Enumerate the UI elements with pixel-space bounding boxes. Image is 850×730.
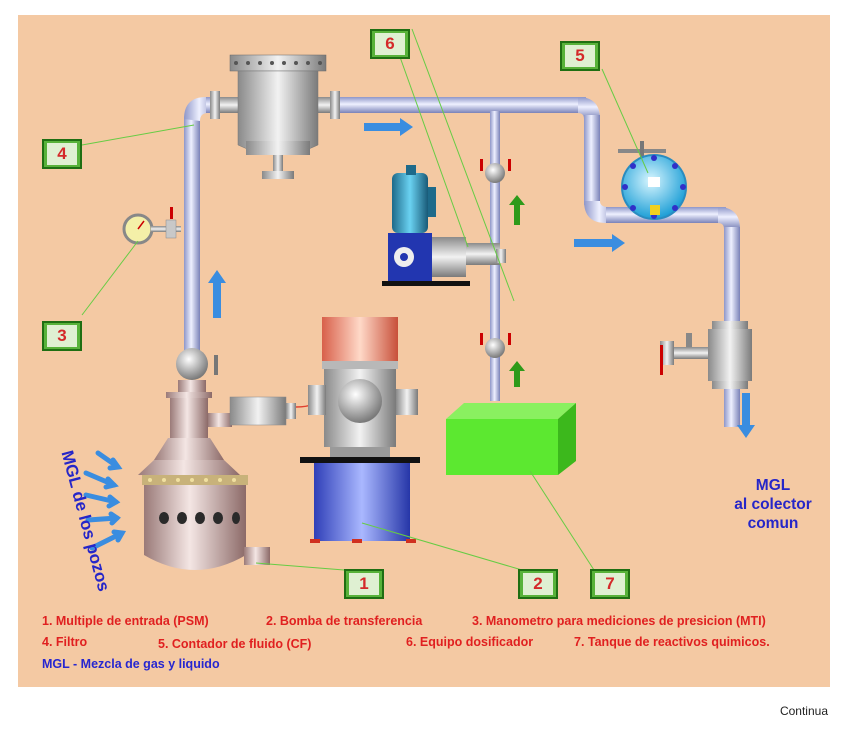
- mgl-dest-line-1: MGL: [755, 477, 791, 494]
- continue-link[interactable]: Continua: [779, 704, 828, 718]
- dosing-valve-upper: [480, 159, 511, 183]
- outlet-valve: [660, 321, 752, 389]
- badge-7-number: 7: [595, 573, 625, 595]
- badge-3: 3: [42, 321, 82, 351]
- badge-5: 5: [560, 41, 600, 71]
- badge-2-number: 2: [523, 573, 553, 595]
- mgl-destination-label: MGL al colector comun: [718, 476, 828, 533]
- badge-3-number: 3: [47, 325, 77, 347]
- badge-5-number: 5: [565, 45, 595, 67]
- process-schematic: [81, 28, 755, 571]
- badge-6: 6: [370, 29, 410, 59]
- inflow-arrows: [83, 450, 127, 551]
- legend-item-2: 2. Bomba de transferencia: [266, 614, 423, 628]
- diagram-canvas: 4 3 1 2 7 6 5 MGL de los pozos MGL al co…: [18, 15, 830, 687]
- chemical-tank: [446, 403, 576, 475]
- mgl-dest-line-3: comun: [747, 515, 799, 532]
- legend-item-7: 7. Tanque de reactivos quimicos.: [574, 635, 770, 649]
- legend-item-5: 5. Contador de fluido (CF): [158, 637, 312, 651]
- transfer-pump: [300, 317, 420, 543]
- mgl-dest-line-2: al colector: [734, 496, 812, 513]
- badge-7: 7: [590, 569, 630, 599]
- dosing-valve-lower: [480, 333, 511, 358]
- inlet-manifold: [138, 348, 296, 570]
- dosing-equipment: [382, 159, 511, 358]
- legend-item-1: 1. Multiple de entrada (PSM): [42, 614, 209, 628]
- badge-2: 2: [518, 569, 558, 599]
- callout-lines: [81, 28, 649, 571]
- filter-unit: [210, 54, 340, 179]
- badge-4: 4: [42, 139, 82, 169]
- badge-4-number: 4: [47, 143, 77, 165]
- legend-item-3: 3. Manometro para mediciones de presicio…: [472, 614, 766, 628]
- legend-item-6: 6. Equipo dosificador: [406, 635, 534, 649]
- legend-mgl-definition: MGL - Mezcla de gas y liquido: [42, 657, 220, 671]
- legend-item-4: 4. Filtro: [42, 635, 88, 649]
- badge-1: 1: [344, 569, 384, 599]
- flow-arrows: [208, 118, 755, 438]
- riser-pipe: [184, 117, 200, 355]
- badge-6-number: 6: [375, 33, 405, 55]
- fluid-meter: [618, 141, 687, 220]
- badge-1-number: 1: [349, 573, 379, 595]
- pressure-gauge: [122, 207, 181, 245]
- green-flow-arrows: [509, 195, 525, 387]
